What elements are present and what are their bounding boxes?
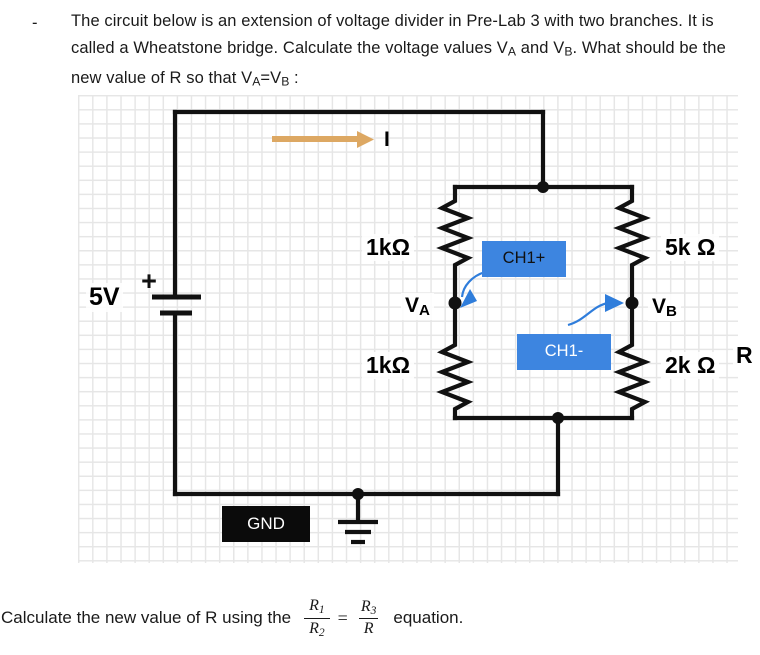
resistor-bottom-right — [613, 300, 651, 421]
equation-equals-sign: = — [337, 607, 348, 628]
fraction-right-numerator-subscript: 3 — [370, 604, 377, 617]
node-label-vb-main: V — [652, 295, 667, 318]
question-line-3-d: : — [289, 68, 299, 87]
footer-lead-text: Calculate the new value of R using the — [1, 608, 292, 627]
ground-callout: GND — [222, 506, 310, 542]
graph-paper-background — [78, 95, 738, 563]
probe-callout-ch1-negative: CH1- — [517, 334, 611, 370]
current-label: I — [384, 128, 390, 151]
junction-dot-bridge-top — [537, 181, 549, 193]
probe-positive-arrowhead — [460, 289, 477, 308]
resistor-bottom-left — [436, 300, 474, 421]
node-label-vb: VB — [648, 294, 681, 322]
question-line-3-c: =V — [260, 68, 282, 87]
fraction-left-numerator: R1 — [304, 597, 330, 618]
footer-equation-line: Calculate the new value of R using the R… — [0, 588, 760, 648]
probe-negative-leader — [567, 301, 609, 327]
node-dot-va — [448, 296, 462, 310]
footer-trail-text: equation. — [393, 608, 464, 627]
fraction-left-numerator-subscript: 1 — [318, 603, 325, 616]
fraction-right-numerator-symbol: R — [360, 597, 371, 615]
resistor-label-bottom-right: 2k Ω — [661, 352, 720, 379]
fraction-right-denominator: R — [358, 618, 379, 638]
node-label-vb-sub: B — [666, 303, 677, 321]
node-dot-vb — [625, 296, 639, 310]
resistor-label-bottom-left: 1kΩ — [362, 352, 415, 379]
fraction-left-denominator-symbol: R — [309, 619, 319, 637]
node-label-va-sub: A — [419, 302, 430, 320]
question-line-3-b: . What should be the new value of R so t… — [71, 38, 726, 87]
probe-negative-arrowhead — [605, 294, 624, 312]
fraction-left-denominator: R2 — [304, 617, 330, 640]
question-line-2-a: branches. It is called a Wheatstone brid… — [71, 12, 714, 57]
probe-callout-ch1-positive: CH1+ — [482, 241, 566, 277]
resistor-top-left — [436, 184, 474, 306]
wheatstone-bridge-circuit: + — [141, 109, 651, 545]
fraction-left-numerator-symbol: R — [309, 596, 319, 614]
fraction-left-denominator-subscript: 2 — [318, 626, 325, 639]
question-line-3-sub-3: B — [281, 74, 290, 89]
question-line-3-sub-2: A — [252, 74, 261, 89]
node-label-va-main: V — [405, 294, 420, 317]
fraction-left: R1 R2 — [304, 597, 330, 640]
question-line-3-sub-1: B — [564, 44, 573, 59]
junction-dot-bridge-bottom — [552, 412, 564, 424]
resistor-label-top-left: 1kΩ — [362, 234, 415, 261]
probe-positive-leader — [460, 270, 486, 298]
battery-polarity-plus: + — [141, 266, 157, 296]
fraction-right: R3 R — [356, 598, 382, 639]
question-bullet: - — [32, 14, 38, 32]
resistor-top-right — [613, 184, 651, 306]
question-line-2-sub: A — [507, 44, 517, 59]
current-arrow-head — [357, 131, 374, 148]
node-label-va: VA — [401, 293, 434, 321]
resistor-label-top-right: 5k Ω — [661, 234, 720, 261]
question-line-3-a: and V — [520, 38, 565, 57]
fraction-right-numerator: R3 — [356, 598, 382, 619]
resistor-label-variable-r: R — [733, 342, 756, 369]
question-text: The circuit below is an extension of vol… — [71, 8, 746, 95]
question-line-1: The circuit below is an extension of vol… — [71, 12, 605, 30]
source-voltage-label: 5V — [86, 283, 123, 312]
question-block: - The circuit below is an extension of v… — [0, 0, 760, 95]
